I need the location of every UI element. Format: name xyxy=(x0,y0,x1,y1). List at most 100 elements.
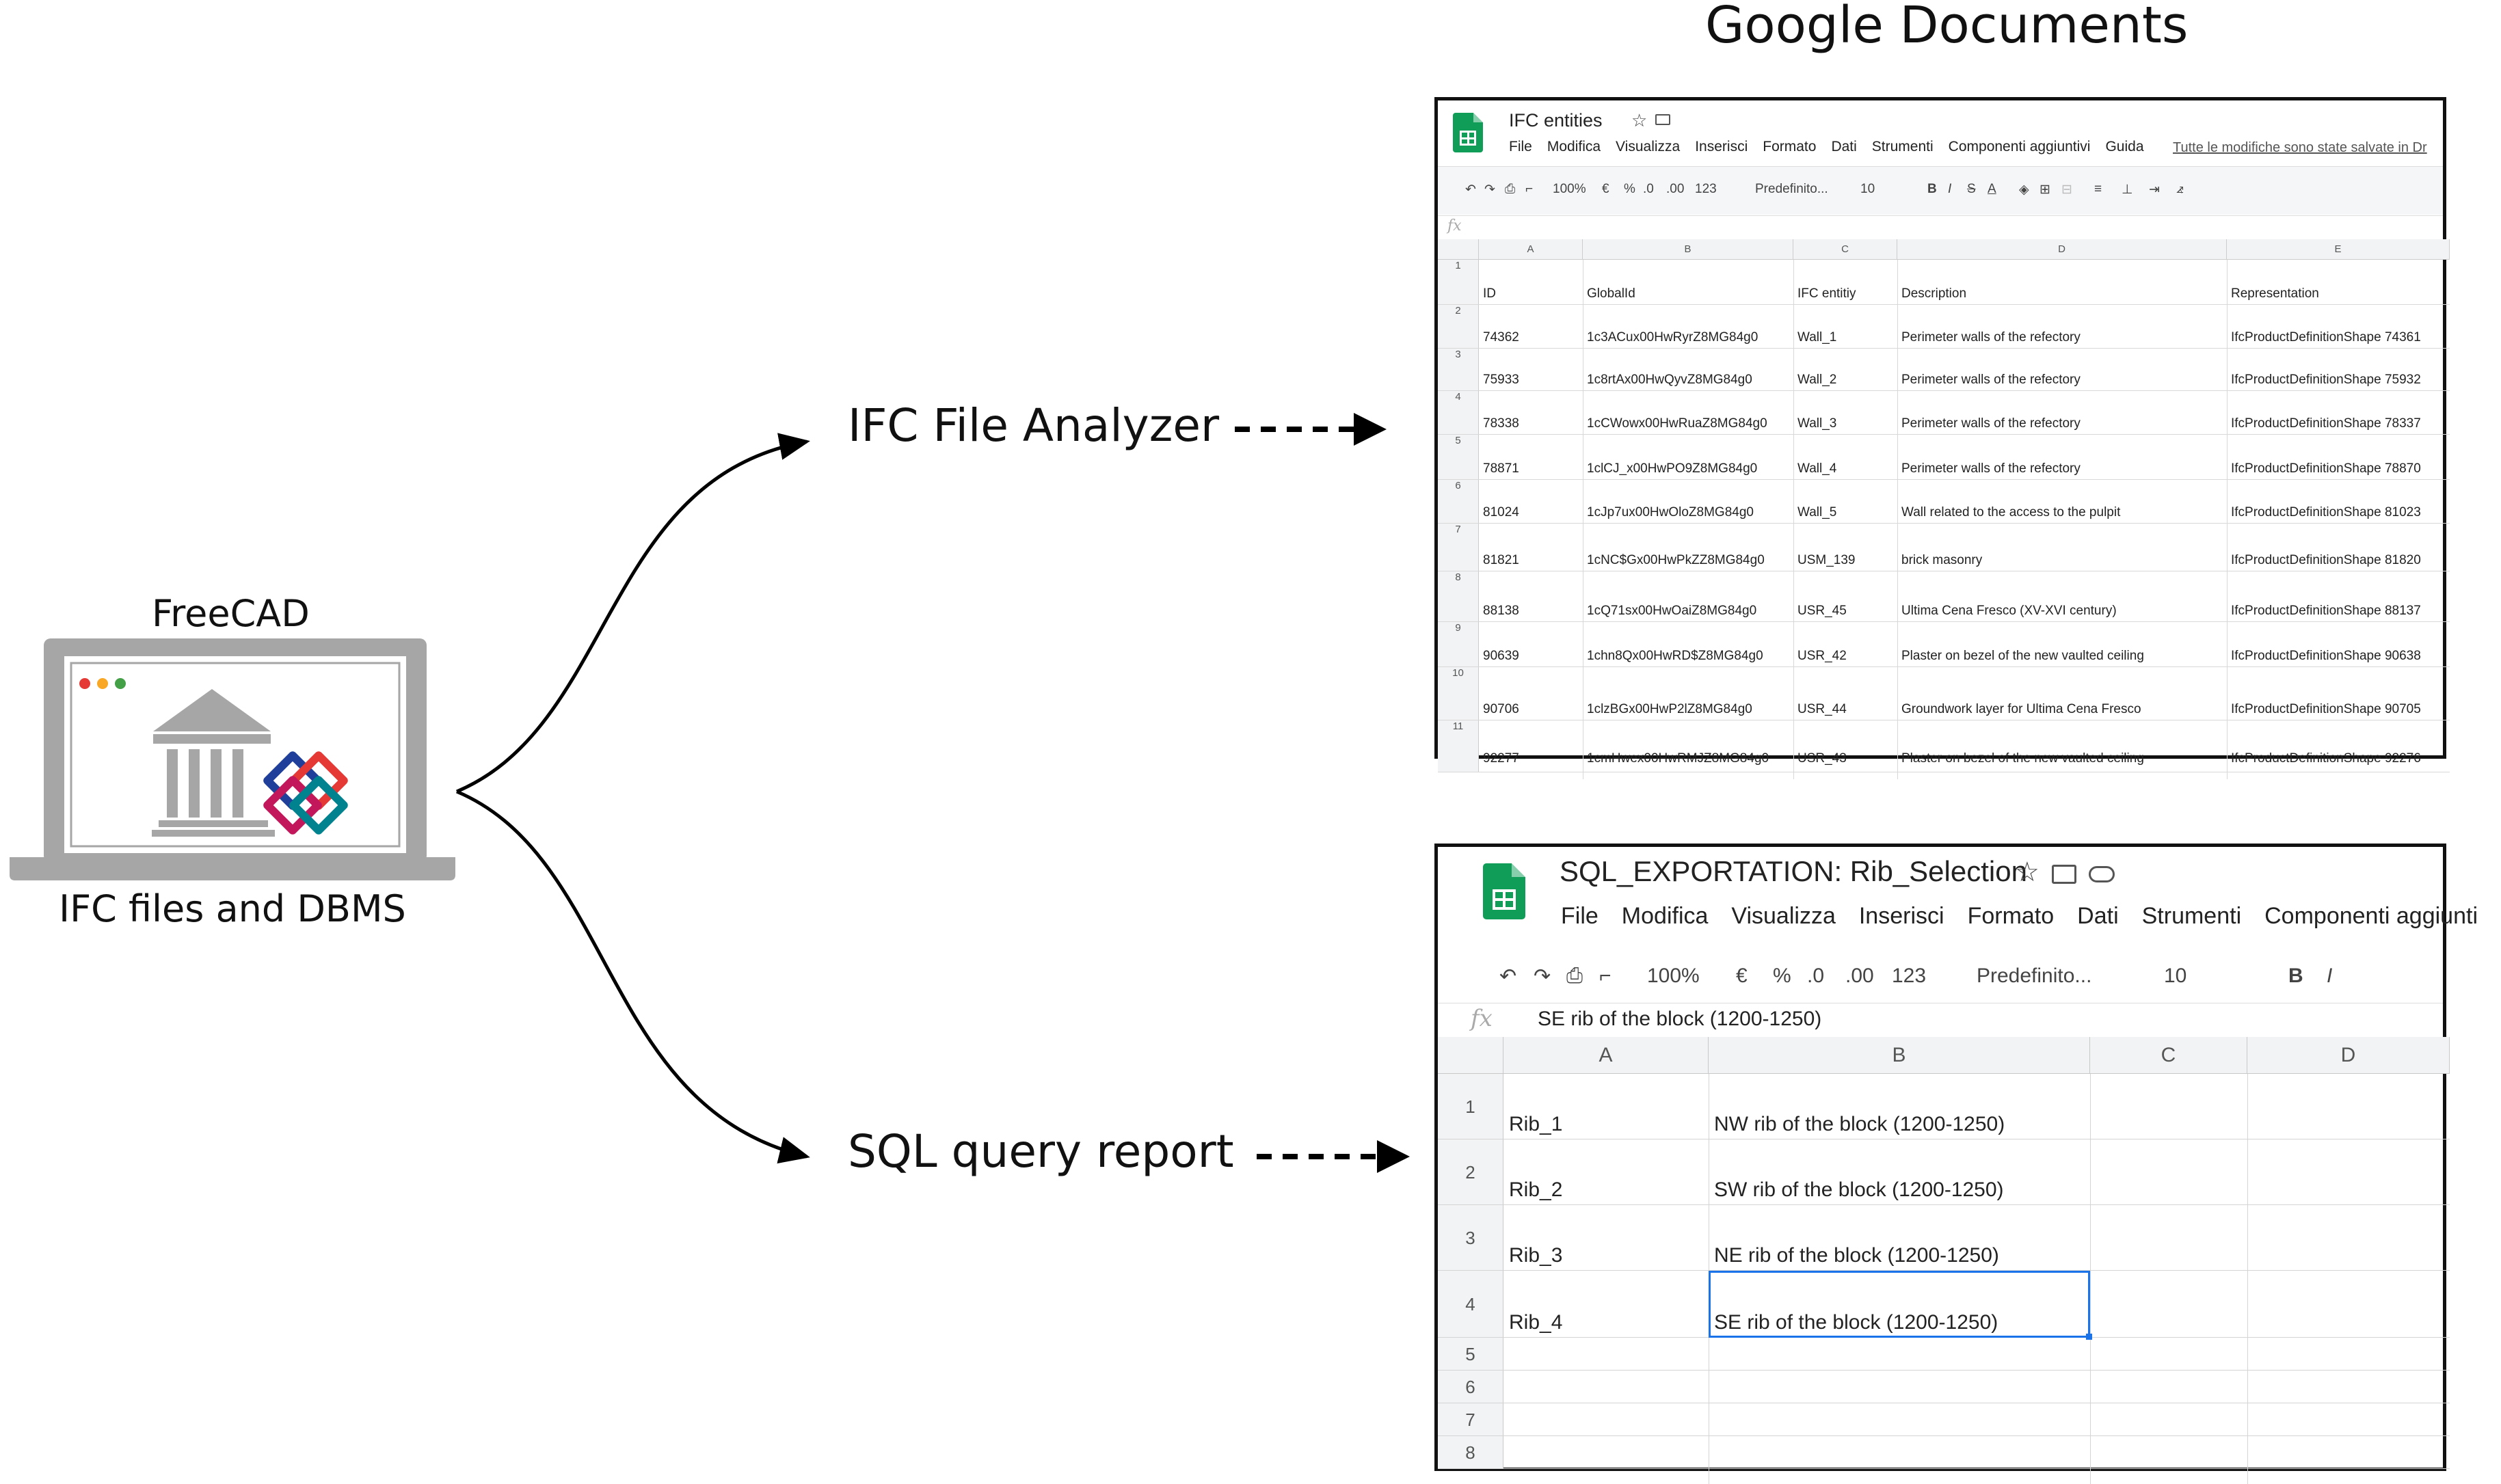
save-status-link[interactable]: Tutte le modifiche sono state salvate in… xyxy=(2173,140,2427,155)
cell[interactable]: IfcProductDefinitionShape 90638 xyxy=(2231,649,2421,663)
row-number[interactable]: 1 xyxy=(1438,1074,1503,1139)
cell[interactable]: Wall_5 xyxy=(1797,505,1837,520)
currency-button[interactable]: € xyxy=(1602,182,1609,196)
strike-button[interactable]: S xyxy=(1967,182,1976,196)
cell[interactable]: Plaster on bezel of the new vaulted ceil… xyxy=(1901,751,2144,766)
cell[interactable]: Perimeter walls of the refectory xyxy=(1901,373,2081,387)
col-header-c[interactable]: C xyxy=(2090,1037,2247,1074)
borders-icon[interactable]: ⊞ xyxy=(2039,183,2050,197)
cell[interactable]: 1clCJ_x00HwPO9Z8MG84g0 xyxy=(1587,461,1758,476)
header-cell[interactable]: Description xyxy=(1901,286,1967,301)
cell[interactable]: Ultima Cena Fresco (XV-XVI century) xyxy=(1901,604,2117,618)
cell[interactable]: 1cmHwex00HwRMJZ8MG84g0 xyxy=(1587,751,1769,766)
currency-button[interactable]: € xyxy=(1736,964,1748,987)
font-size-select[interactable]: 10 xyxy=(2164,964,2187,987)
cell[interactable]: IfcProductDefinitionShape 74361 xyxy=(2231,330,2421,345)
formula-bar[interactable]: fx xyxy=(1438,215,2443,240)
row-number[interactable]: 5 xyxy=(1438,435,1479,479)
menu-formato[interactable]: Formato xyxy=(1763,139,1817,154)
row-number[interactable]: 3 xyxy=(1438,1205,1503,1270)
col-header-d[interactable]: D xyxy=(1897,239,2227,260)
cell[interactable]: Perimeter walls of the refectory xyxy=(1901,416,2081,431)
format-select[interactable]: 123 xyxy=(1892,964,1927,987)
cell[interactable]: 81821 xyxy=(1483,553,1519,567)
cell[interactable]: Perimeter walls of the refectory xyxy=(1901,461,2081,476)
menu-guida[interactable]: Guida xyxy=(2105,139,2144,154)
row-number[interactable]: 6 xyxy=(1438,1371,1503,1403)
cell[interactable]: SE rib of the block (1200-1250) xyxy=(1714,1311,1998,1334)
cell[interactable]: 90706 xyxy=(1483,702,1519,716)
cell[interactable]: Plaster on bezel of the new vaulted ceil… xyxy=(1901,649,2144,663)
cell[interactable]: IfcProductDefinitionShape 75932 xyxy=(2231,373,2421,387)
cell[interactable]: USM_139 xyxy=(1797,553,1856,567)
italic-button[interactable]: I xyxy=(2327,964,2333,987)
cell[interactable]: USR_44 xyxy=(1797,702,1847,716)
undo-icon[interactable]: ↶ xyxy=(1465,183,1476,197)
cell[interactable]: 1c3ACux00HwRyrZ8MG84g0 xyxy=(1587,330,1758,345)
rotate-icon[interactable]: ⦨ xyxy=(2176,182,2184,196)
menu-strumenti[interactable]: Strumenti xyxy=(2141,903,2242,929)
increase-decimal-button[interactable]: .00 xyxy=(1666,182,1685,196)
cell[interactable]: Rib_4 xyxy=(1509,1311,1563,1334)
cell[interactable]: Perimeter walls of the refectory xyxy=(1901,330,2081,345)
cell[interactable]: Wall_3 xyxy=(1797,416,1837,431)
col-header-d[interactable]: D xyxy=(2247,1037,2450,1074)
cell[interactable]: 1clzBGx00HwP2lZ8MG84g0 xyxy=(1587,702,1752,716)
corner-cell[interactable] xyxy=(1438,1037,1503,1074)
menu-visualizza[interactable]: Visualizza xyxy=(1616,139,1681,154)
cell[interactable]: IfcProductDefinitionShape 78870 xyxy=(2231,461,2421,476)
cell[interactable]: IfcProductDefinitionShape 92276 xyxy=(2231,751,2421,766)
row-number[interactable]: 8 xyxy=(1438,571,1479,621)
cell[interactable]: 78871 xyxy=(1483,461,1519,476)
menu-dati[interactable]: Dati xyxy=(2077,903,2119,929)
row-number[interactable]: 7 xyxy=(1438,1403,1503,1435)
row-number[interactable]: 3 xyxy=(1438,349,1479,390)
row-number[interactable]: 5 xyxy=(1438,1338,1503,1370)
cell[interactable]: Groundwork layer for Ultima Cena Fresco xyxy=(1901,702,2141,716)
menu-dati[interactable]: Dati xyxy=(1831,139,1857,154)
percent-button[interactable]: % xyxy=(1773,964,1791,987)
paint-format-icon[interactable]: ⌐ xyxy=(1599,964,1611,987)
header-cell[interactable]: IFC entitiy xyxy=(1797,286,1856,301)
cell[interactable]: Wall_2 xyxy=(1797,373,1837,387)
cell[interactable]: 1c8rtAx00HwQyvZ8MG84g0 xyxy=(1587,373,1752,387)
menu-file[interactable]: File xyxy=(1509,139,1532,154)
selected-cell-outline[interactable] xyxy=(1709,1271,2092,1340)
italic-button[interactable]: I xyxy=(1948,182,1952,196)
cell[interactable]: 88138 xyxy=(1483,604,1519,618)
cell[interactable]: 90639 xyxy=(1483,649,1519,663)
star-icon[interactable]: ☆ xyxy=(1631,110,1648,131)
cell[interactable]: Rib_1 xyxy=(1509,1113,1563,1135)
cell[interactable]: 75933 xyxy=(1483,373,1519,387)
menu-strumenti[interactable]: Strumenti xyxy=(1871,139,1934,154)
formula-bar[interactable]: fx SE rib of the block (1200-1250) xyxy=(1438,1003,2443,1038)
menu-modifica[interactable]: Modifica xyxy=(1547,139,1601,154)
cell[interactable]: 92277 xyxy=(1483,751,1519,766)
row-number[interactable]: 7 xyxy=(1438,524,1479,571)
font-select[interactable]: Predefinito... xyxy=(1755,182,1828,196)
header-cell[interactable]: Representation xyxy=(2231,286,2319,301)
row-number[interactable]: 2 xyxy=(1438,1139,1503,1204)
menu-componenti[interactable]: Componenti aggiuntivi xyxy=(1948,139,2091,154)
menu-visualizza[interactable]: Visualizza xyxy=(1731,903,1836,929)
menu-componenti[interactable]: Componenti aggiunti xyxy=(2264,903,2478,929)
menu-file[interactable]: File xyxy=(1561,903,1599,929)
print-icon[interactable]: ⎙ xyxy=(1505,182,1516,196)
row-number[interactable]: 4 xyxy=(1438,391,1479,434)
col-header-c[interactable]: C xyxy=(1793,239,1897,260)
cell[interactable]: NE rib of the block (1200-1250) xyxy=(1714,1244,1999,1267)
col-header-b[interactable]: B xyxy=(1583,239,1793,260)
cell[interactable]: USR_43 xyxy=(1797,751,1847,766)
cell[interactable]: IfcProductDefinitionShape 90705 xyxy=(2231,702,2421,716)
menu-modifica[interactable]: Modifica xyxy=(1621,903,1709,929)
font-size-select[interactable]: 10 xyxy=(1860,182,1875,196)
sheet-title[interactable]: SQL_EXPORTATION: Rib_Selection xyxy=(1560,855,2027,887)
cell[interactable]: USR_42 xyxy=(1797,649,1847,663)
bold-button[interactable]: B xyxy=(2288,964,2303,987)
decrease-decimal-button[interactable]: .0 xyxy=(1643,182,1654,196)
format-select[interactable]: 123 xyxy=(1695,182,1717,196)
cell[interactable]: 1cJp7ux00HwOloZ8MG84g0 xyxy=(1587,505,1754,520)
cell[interactable]: NW rib of the block (1200-1250) xyxy=(1714,1113,2005,1135)
font-select[interactable]: Predefinito... xyxy=(1977,964,2092,987)
undo-icon[interactable]: ↶ xyxy=(1499,965,1517,988)
